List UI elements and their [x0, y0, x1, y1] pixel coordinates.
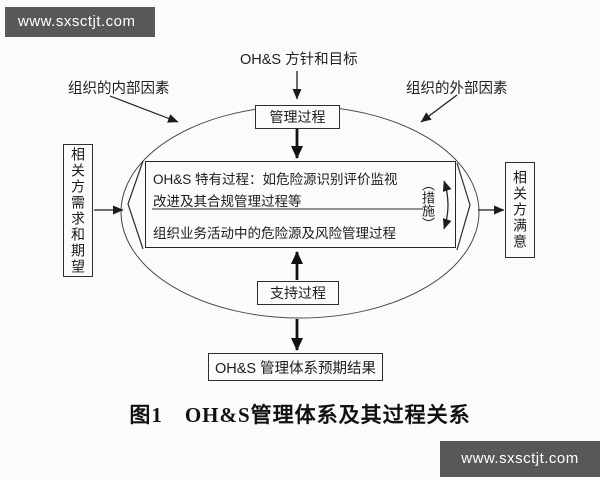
management-process-box: 管理过程: [255, 105, 340, 129]
watermark-banner-bottom: www.sxsctjt.com: [440, 441, 600, 477]
figure-caption: 图1 OH&S管理体系及其过程关系: [129, 403, 471, 427]
right-flow-bracket: [457, 163, 470, 250]
arrow-external-factors: [420, 95, 457, 122]
arrow-internal-factors: [110, 96, 179, 123]
left-flow-bracket: [128, 161, 143, 249]
core-process-line2: 改进及其合规管理过程等: [153, 194, 302, 209]
core-process-line1: OH&S 特有过程：如危险源识别评价监视: [153, 172, 398, 187]
measures-label: （措施）: [420, 178, 435, 230]
support-process-box: 支持过程: [257, 281, 339, 305]
external-factors-label: 组织的外部因素: [406, 81, 508, 97]
stakeholder-satisfaction-box: 相关方满意: [505, 162, 535, 258]
core-process-box: OH&S 特有过程：如危险源识别评价监视 改进及其合规管理过程等 组织业务活动中…: [145, 161, 456, 248]
stakeholder-needs-box: 相关方需求和期望: [63, 144, 93, 277]
internal-factors-label: 组织的内部因素: [68, 81, 170, 97]
policy-objectives-label: OH&S 方针和目标: [240, 52, 358, 68]
watermark-banner-top: www.sxsctjt.com: [5, 7, 155, 37]
core-process-line3: 组织业务活动中的危险源及风险管理过程: [153, 226, 396, 241]
expected-results-box: OH&S 管理体系预期结果: [208, 353, 383, 381]
